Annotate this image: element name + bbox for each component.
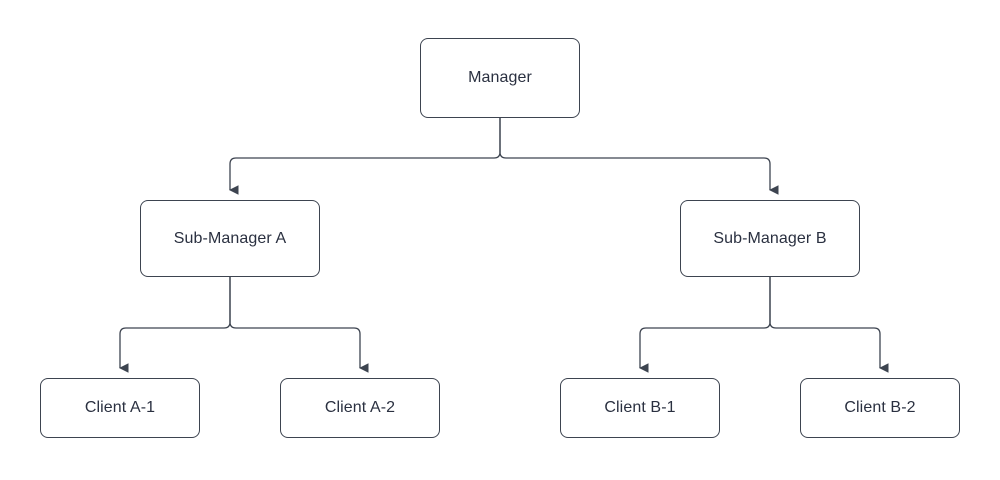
node-client-b1[interactable]: Client B-1: [560, 378, 720, 438]
node-client-b2-label: Client B-2: [844, 399, 916, 417]
node-sub-manager-a-label: Sub-Manager A: [173, 229, 287, 247]
node-client-a2-label: Client A-2: [324, 399, 396, 417]
edge-manager-to-sub-a: [229, 118, 501, 195]
node-client-a1[interactable]: Client A-1: [40, 378, 200, 438]
node-client-a2[interactable]: Client A-2: [280, 378, 440, 438]
node-sub-manager-b-label: Sub-Manager B: [713, 229, 827, 247]
edge-sub-b-to-client-b1: [639, 277, 771, 373]
edge-sub-b-to-client-b2: [769, 277, 889, 373]
edge-sub-a-to-client-a1: [119, 277, 231, 373]
node-manager[interactable]: Manager: [420, 38, 580, 118]
edge-manager-to-sub-b: [499, 118, 779, 195]
node-client-b2[interactable]: Client B-2: [800, 378, 960, 438]
node-sub-manager-a[interactable]: Sub-Manager A: [140, 200, 320, 277]
node-client-b1-label: Client B-1: [604, 399, 676, 417]
edge-sub-a-to-client-a2: [229, 277, 369, 373]
node-sub-manager-b[interactable]: Sub-Manager B: [680, 200, 860, 277]
node-client-a1-label: Client A-1: [84, 399, 156, 417]
node-manager-label: Manager: [468, 69, 532, 87]
